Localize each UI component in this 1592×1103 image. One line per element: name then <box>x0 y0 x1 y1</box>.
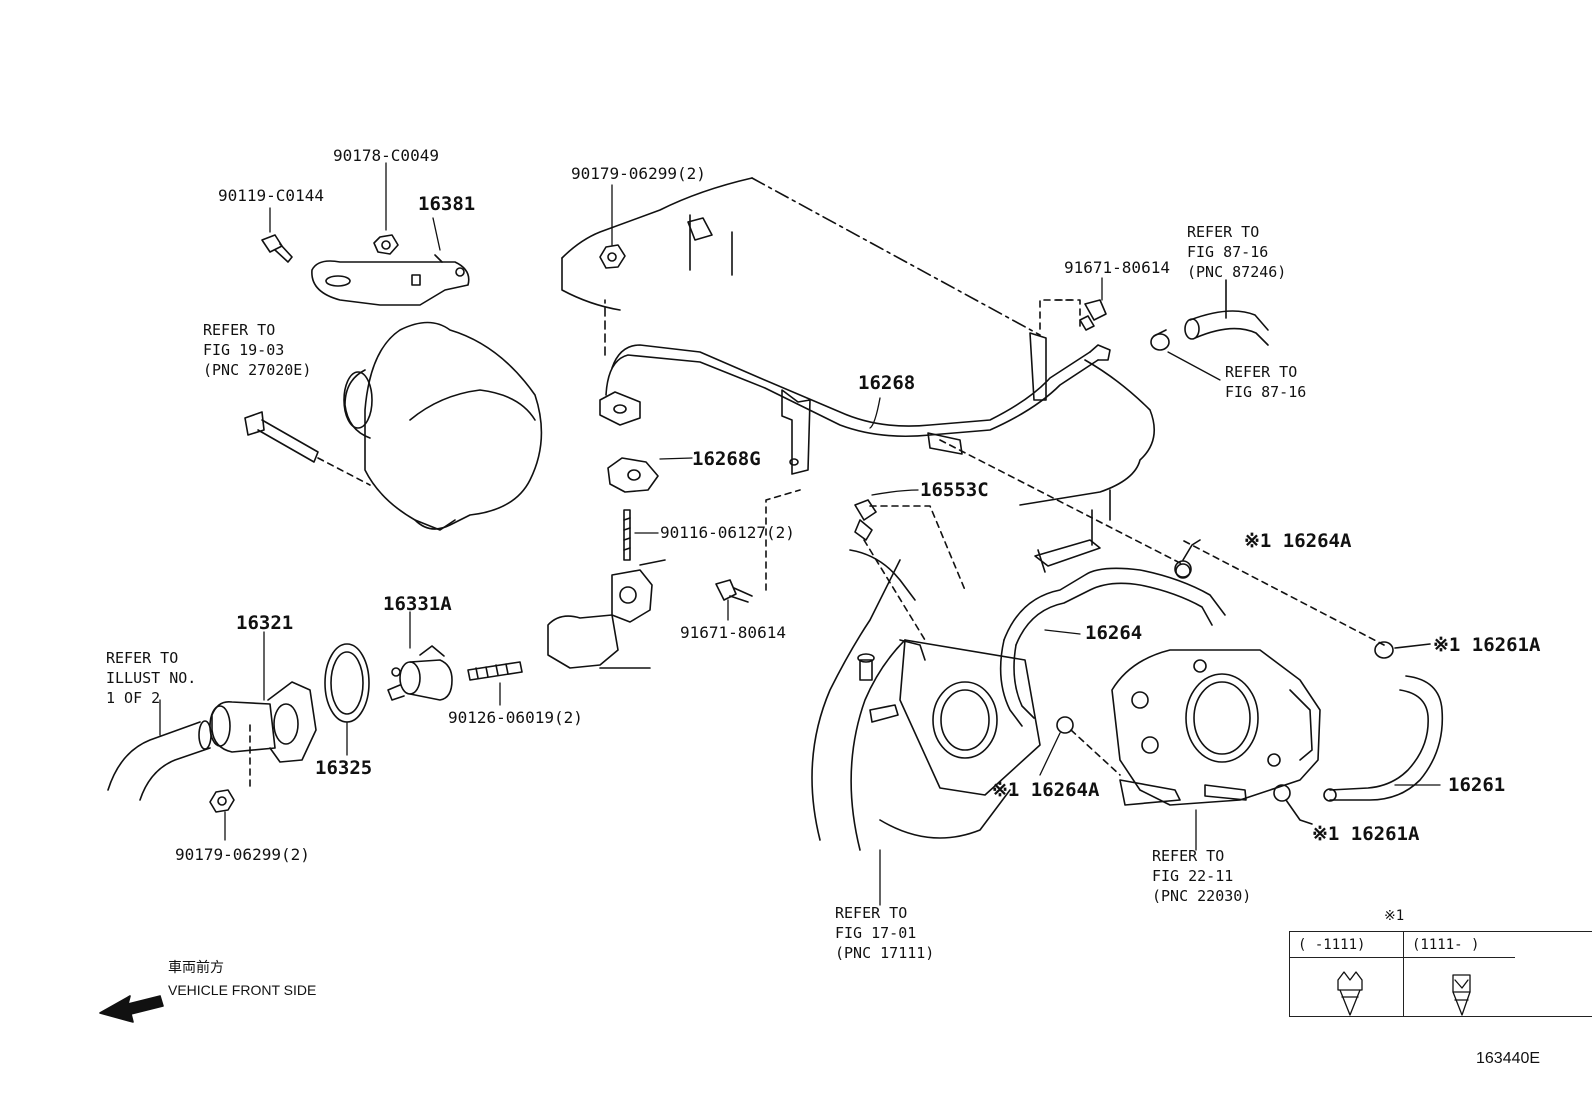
bolt-91671-mid <box>715 489 801 603</box>
legend-col-new: (1111- ) <box>1404 932 1515 1016</box>
label-16261A-top: ※1 16261A <box>1433 634 1541 656</box>
ref-fig-17-01: REFER TO FIG 17-01 (PNC 17111) <box>835 904 935 962</box>
hose-16261 <box>1323 675 1444 802</box>
front-side-jp: 車両前方 <box>168 959 224 975</box>
stud-90116 <box>623 509 631 561</box>
label-90179-06299-bottom: 90179-06299(2) <box>175 845 310 864</box>
hose-16264 <box>999 509 1226 727</box>
thermostat-16331A <box>387 645 453 701</box>
label-16264A-top: ※1 16264A <box>1244 530 1352 552</box>
bolt-90119-C0144 <box>261 234 293 263</box>
bolt-91671-top <box>1079 299 1107 331</box>
clip-16264A-top <box>1174 539 1201 578</box>
label-16264: 16264 <box>1085 622 1143 644</box>
alternator-housing <box>343 321 543 531</box>
clip-87-16 <box>1150 329 1170 351</box>
figure-id: 163440E <box>1476 1050 1541 1067</box>
clip-16261A-bottom <box>1273 784 1313 825</box>
label-16264A-bottom: ※1 16264A <box>992 779 1100 801</box>
label-16268G: 16268G <box>692 448 761 470</box>
stud-90126 <box>467 661 523 681</box>
label-90126-06019: 90126-06019(2) <box>448 708 583 727</box>
label-90116-06127: 90116-06127(2) <box>660 523 795 542</box>
label-91671-80614-top: 91671-80614 <box>1064 258 1170 277</box>
clip-icon-new <box>1452 974 1471 1016</box>
label-16381: 16381 <box>418 193 476 215</box>
clip-16264A-bottom <box>1056 716 1121 776</box>
ref-fig-87-16-pnc: REFER TO FIG 87-16 (PNC 87246) <box>1187 223 1287 281</box>
water-inlet-16321 <box>209 681 317 763</box>
clip-icon-old <box>1337 971 1363 1016</box>
intake-manifold <box>561 177 1156 521</box>
label-16325: 16325 <box>315 757 373 779</box>
legend-table: ( -1111) (1111- ) <box>1289 931 1592 1017</box>
label-91671-80614-mid: 91671-80614 <box>680 623 786 642</box>
label-16321: 16321 <box>236 612 294 634</box>
gasket-16268G <box>607 457 659 493</box>
gasket-16325 <box>324 643 370 723</box>
label-90119-C0144: 90119-C0144 <box>218 186 324 205</box>
hose-illust <box>107 720 212 801</box>
ref-illust-1-of-2: REFER TO ILLUST NO. 1 OF 2 <box>106 649 197 707</box>
label-16261: 16261 <box>1448 774 1506 796</box>
leader-lines <box>159 162 1441 906</box>
label-16331A: 16331A <box>383 593 452 615</box>
legend-col-new-header: (1111- ) <box>1404 932 1515 958</box>
clamp-16553C <box>854 499 966 641</box>
pipe-16268 <box>599 299 1111 475</box>
label-16261A-bottom: ※1 16261A <box>1312 823 1420 845</box>
throttle-body <box>1111 649 1321 806</box>
water-outlet <box>547 559 666 669</box>
legend-col-old-header: ( -1111) <box>1290 932 1403 958</box>
clip-16261A-top <box>939 439 1431 659</box>
long-bolt <box>244 411 371 486</box>
nut-90179-bottom <box>209 724 251 813</box>
nut-90178-C0049 <box>373 234 399 255</box>
ref-fig-19-03: REFER TO FIG 19-03 (PNC 27020E) <box>203 321 312 379</box>
legend-col-old: ( -1111) <box>1290 932 1404 1016</box>
label-90179-06299-top: 90179-06299(2) <box>571 164 706 183</box>
hose-87246 <box>1184 279 1269 346</box>
legend-mark: ※1 <box>1384 908 1405 924</box>
ref-fig-22-11: REFER TO FIG 22-11 (PNC 22030) <box>1152 847 1252 905</box>
nut-90179-top <box>599 244 626 269</box>
front-arrow-icon <box>99 995 164 1023</box>
front-side-en: VEHICLE FRONT SIDE <box>168 982 317 998</box>
label-16268: 16268 <box>858 372 916 394</box>
intake-runners <box>811 549 1041 851</box>
bracket-16381 <box>311 254 470 306</box>
ref-fig-87-16: REFER TO FIG 87-16 <box>1225 363 1307 401</box>
label-16553C: 16553C <box>920 479 989 501</box>
label-90178-C0049: 90178-C0049 <box>333 146 439 165</box>
